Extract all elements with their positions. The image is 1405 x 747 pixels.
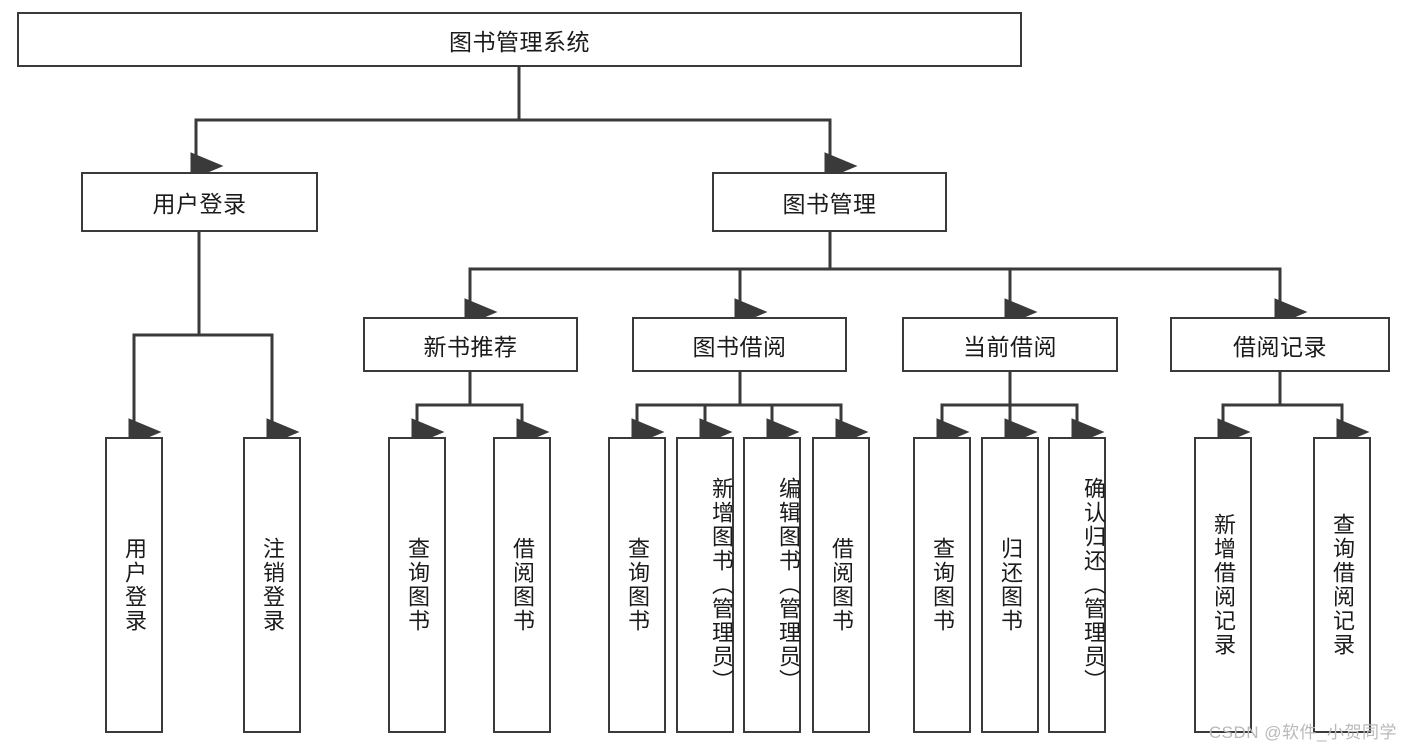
node-leaf-query-book-2-label: 查询图书 (625, 537, 650, 633)
node-borrow-record-label: 借阅记录 (1233, 333, 1327, 360)
node-leaf-add-book[interactable]: 新增图书（管理员） (676, 437, 734, 733)
node-leaf-edit-book[interactable]: 编辑图书（管理员） (743, 437, 801, 733)
node-leaf-confirm-return-label: 确认归还（管理员） (1081, 477, 1106, 693)
node-leaf-logout-label: 注销登录 (260, 537, 285, 633)
node-book-borrow[interactable]: 图书借阅 (632, 317, 847, 372)
node-book-borrow-label: 图书借阅 (692, 333, 787, 360)
node-leaf-query-record-label: 查询借阅记录 (1330, 513, 1355, 657)
node-current-borrow[interactable]: 当前借阅 (902, 317, 1118, 372)
node-root[interactable]: 图书管理系统 (17, 12, 1022, 67)
node-borrow-record[interactable]: 借阅记录 (1170, 317, 1390, 372)
node-leaf-return-book[interactable]: 归还图书 (981, 437, 1039, 733)
node-leaf-borrow-book-1-label: 借阅图书 (510, 537, 535, 633)
node-root-label: 图书管理系统 (449, 28, 590, 55)
node-new-book-recommend[interactable]: 新书推荐 (363, 317, 578, 372)
node-leaf-logout[interactable]: 注销登录 (243, 437, 301, 733)
node-leaf-confirm-return[interactable]: 确认归还（管理员） (1048, 437, 1106, 733)
node-leaf-return-book-label: 归还图书 (998, 537, 1023, 633)
node-user-login-label: 用户登录 (152, 191, 247, 217)
node-leaf-add-record-label: 新增借阅记录 (1211, 513, 1236, 657)
node-leaf-borrow-book-2-label: 借阅图书 (829, 537, 854, 633)
node-book-management[interactable]: 图书管理 (712, 172, 947, 232)
node-leaf-query-record[interactable]: 查询借阅记录 (1313, 437, 1371, 733)
node-leaf-user-login[interactable]: 用户登录 (105, 437, 163, 733)
node-current-borrow-label: 当前借阅 (963, 333, 1057, 360)
node-leaf-borrow-book-2[interactable]: 借阅图书 (812, 437, 870, 733)
node-leaf-query-book-3[interactable]: 查询图书 (913, 437, 971, 733)
node-leaf-edit-book-label: 编辑图书（管理员） (776, 477, 801, 693)
node-leaf-query-book-2[interactable]: 查询图书 (608, 437, 666, 733)
node-new-book-recommend-label: 新书推荐 (423, 333, 518, 360)
node-leaf-borrow-book-1[interactable]: 借阅图书 (493, 437, 551, 733)
node-leaf-query-book-1-label: 查询图书 (405, 537, 430, 633)
node-leaf-query-book-1[interactable]: 查询图书 (388, 437, 446, 733)
node-leaf-add-record[interactable]: 新增借阅记录 (1194, 437, 1252, 733)
node-leaf-add-book-label: 新增图书（管理员） (709, 477, 734, 693)
node-leaf-query-book-3-label: 查询图书 (930, 537, 955, 633)
node-book-management-label: 图书管理 (782, 191, 877, 217)
node-user-login[interactable]: 用户登录 (81, 172, 318, 232)
node-leaf-user-login-label: 用户登录 (122, 537, 147, 633)
